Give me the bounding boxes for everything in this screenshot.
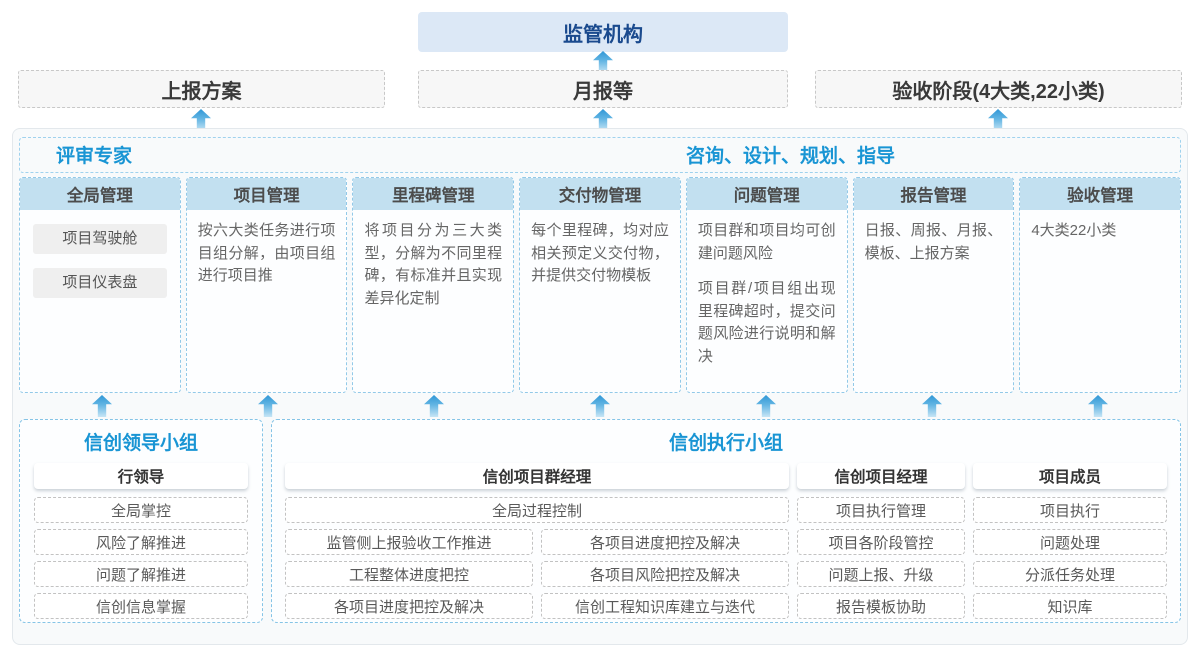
- up-arrow-col7: [1088, 395, 1108, 417]
- bottom-groups: 信创领导小组 行领导 全局掌控 风险了解推进 问题了解推进 信创信息掌握 信创执…: [19, 419, 1181, 623]
- column-deliverable-mgmt: 交付物管理 每个里程碑，均对应相关预定义交付物，并提供交付物模板: [519, 177, 681, 393]
- member-column: 项目成员 项目执行 问题处理 分派任务处理 知识库: [973, 463, 1167, 625]
- column-title: 问题管理: [686, 178, 847, 210]
- up-arrow-col6: [922, 395, 942, 417]
- column-body: 项目群和项目均可创建问题风险 项目群/项目组出现里程碑超时，提交问题风险进行说明…: [687, 210, 847, 391]
- column-text: 日报、周报、月报、模板、上报方案: [864, 222, 1003, 262]
- lead-item: 全局掌控: [34, 497, 248, 523]
- column-body: 将项目分为三大类型，分解为不同里程碑，有标准并且实现差异化定制: [353, 210, 513, 333]
- lead-item: 风险了解推进: [34, 529, 248, 555]
- report-box-acceptance: 验收阶段(4大类,22小类): [815, 70, 1182, 108]
- column-text: 按六大类任务进行项目组分解，由项目组进行项目推: [197, 222, 336, 284]
- column-body: 日报、周报、月报、模板、上报方案: [854, 210, 1014, 288]
- lead-group-box: 信创领导小组 行领导 全局掌控 风险了解推进 问题了解推进 信创信息掌握: [19, 419, 263, 623]
- pjm-item: 项目各阶段管控: [797, 529, 965, 555]
- up-arrow-col2: [258, 395, 278, 417]
- column-milestone-mgmt: 里程碑管理 将项目分为三大类型，分解为不同里程碑，有标准并且实现差异化定制: [352, 177, 515, 393]
- column-project-mgmt: 项目管理 按六大类任务进行项目组分解，由项目组进行项目推: [185, 177, 348, 393]
- column-text: 项目群/项目组出现里程碑超时，提交问题风险进行说明和解决: [697, 280, 836, 365]
- pm-item: 工程整体进度把控: [285, 561, 533, 587]
- column-title: 全局管理: [20, 178, 180, 210]
- pm-item: 监管侧上报验收工作推进: [285, 529, 533, 555]
- role-member: 项目成员: [973, 463, 1167, 489]
- up-arrow-col1: [92, 395, 112, 417]
- lead-item: 问题了解推进: [34, 561, 248, 587]
- up-arrow-col5: [756, 395, 776, 417]
- project-manager-column: 信创项目经理 项目执行管理 项目各阶段管控 问题上报、升级 报告模板协助: [797, 463, 965, 625]
- member-item: 知识库: [973, 593, 1167, 619]
- arrow-row: [19, 395, 1181, 419]
- column-body: 按六大类任务进行项目组分解，由项目组进行项目推: [187, 210, 347, 311]
- expert-band: 评审专家 咨询、设计、规划、指导: [19, 137, 1181, 173]
- column-issue-mgmt: 问题管理 项目群和项目均可创建问题风险 项目群/项目组出现里程碑超时，提交问题风…: [685, 177, 848, 393]
- report-box-monthly: 月报等: [418, 70, 788, 108]
- pm-full-item: 全局过程控制: [285, 497, 789, 523]
- pm-item: 各项目进度把控及解决: [541, 529, 789, 555]
- program-manager-column: 信创项目群经理 全局过程控制 监管侧上报验收工作推进 各项目进度把控及解决 工程…: [285, 463, 789, 625]
- column-title: 验收管理: [1020, 178, 1181, 210]
- column-body: 4大类22小类: [1020, 210, 1180, 266]
- role-program-manager: 信创项目群经理: [285, 463, 789, 489]
- pm-item: 各项目进度把控及解决: [285, 593, 533, 619]
- column-text: 每个里程碑，均对应相关预定义交付物，并提供交付物模板: [531, 222, 669, 284]
- column-text: 将项目分为三大类型，分解为不同里程碑，有标准并且实现差异化定制: [364, 222, 503, 307]
- cockpit-chip: 项目驾驶舱: [33, 224, 167, 254]
- role-bank-leader: 行领导: [34, 463, 248, 489]
- column-body: 项目驾驶舱 项目仪表盘: [20, 210, 180, 322]
- column-title: 报告管理: [853, 178, 1014, 210]
- column-title: 项目管理: [186, 178, 347, 210]
- consult-label: 咨询、设计、规划、指导: [686, 146, 896, 167]
- member-item: 问题处理: [973, 529, 1167, 555]
- pjm-item: 项目执行管理: [797, 497, 965, 523]
- up-arrow-col4: [590, 395, 610, 417]
- pjm-item: 问题上报、升级: [797, 561, 965, 587]
- column-title: 里程碑管理: [353, 178, 514, 210]
- expert-label: 评审专家: [56, 146, 133, 167]
- column-title: 交付物管理: [520, 178, 680, 210]
- pjm-item: 报告模板协助: [797, 593, 965, 619]
- module-columns: 全局管理 项目驾驶舱 项目仪表盘 项目管理 按六大类任务进行项目组分解，由项目组…: [19, 177, 1182, 393]
- role-project-manager: 信创项目经理: [797, 463, 965, 489]
- lead-item: 信创信息掌握: [34, 593, 248, 619]
- member-item: 项目执行: [973, 497, 1167, 523]
- lead-group-title: 信创领导小组: [83, 433, 198, 454]
- column-body: 每个里程碑，均对应相关预定义交付物，并提供交付物模板: [520, 210, 680, 311]
- report-box-plan: 上报方案: [18, 70, 385, 108]
- column-acceptance-mgmt: 验收管理 4大类22小类: [1019, 177, 1182, 393]
- column-text: 项目群和项目均可创建问题风险: [697, 222, 836, 262]
- exec-group-title: 信创执行小组: [668, 433, 783, 454]
- member-item: 分派任务处理: [973, 561, 1167, 587]
- pm-item: 各项目风险把控及解决: [541, 561, 789, 587]
- regulator-box: 监管机构: [418, 12, 788, 52]
- pm-item: 信创工程知识库建立与迭代: [541, 593, 789, 619]
- column-text: 4大类22小类: [1031, 222, 1117, 239]
- column-global-mgmt: 全局管理 项目驾驶舱 项目仪表盘: [19, 177, 181, 393]
- column-report-mgmt: 报告管理 日报、周报、月报、模板、上报方案: [852, 177, 1015, 393]
- main-container: 评审专家 咨询、设计、规划、指导 全局管理 项目驾驶舱 项目仪表盘 项目管理 按…: [12, 128, 1188, 645]
- dashboard-chip: 项目仪表盘: [33, 268, 167, 298]
- exec-group-box: 信创执行小组 信创项目群经理 全局过程控制 监管侧上报验收工作推进 各项目进度把…: [271, 419, 1181, 623]
- exec-columns: 信创项目群经理 全局过程控制 监管侧上报验收工作推进 各项目进度把控及解决 工程…: [285, 463, 1167, 625]
- up-arrow-col3: [424, 395, 444, 417]
